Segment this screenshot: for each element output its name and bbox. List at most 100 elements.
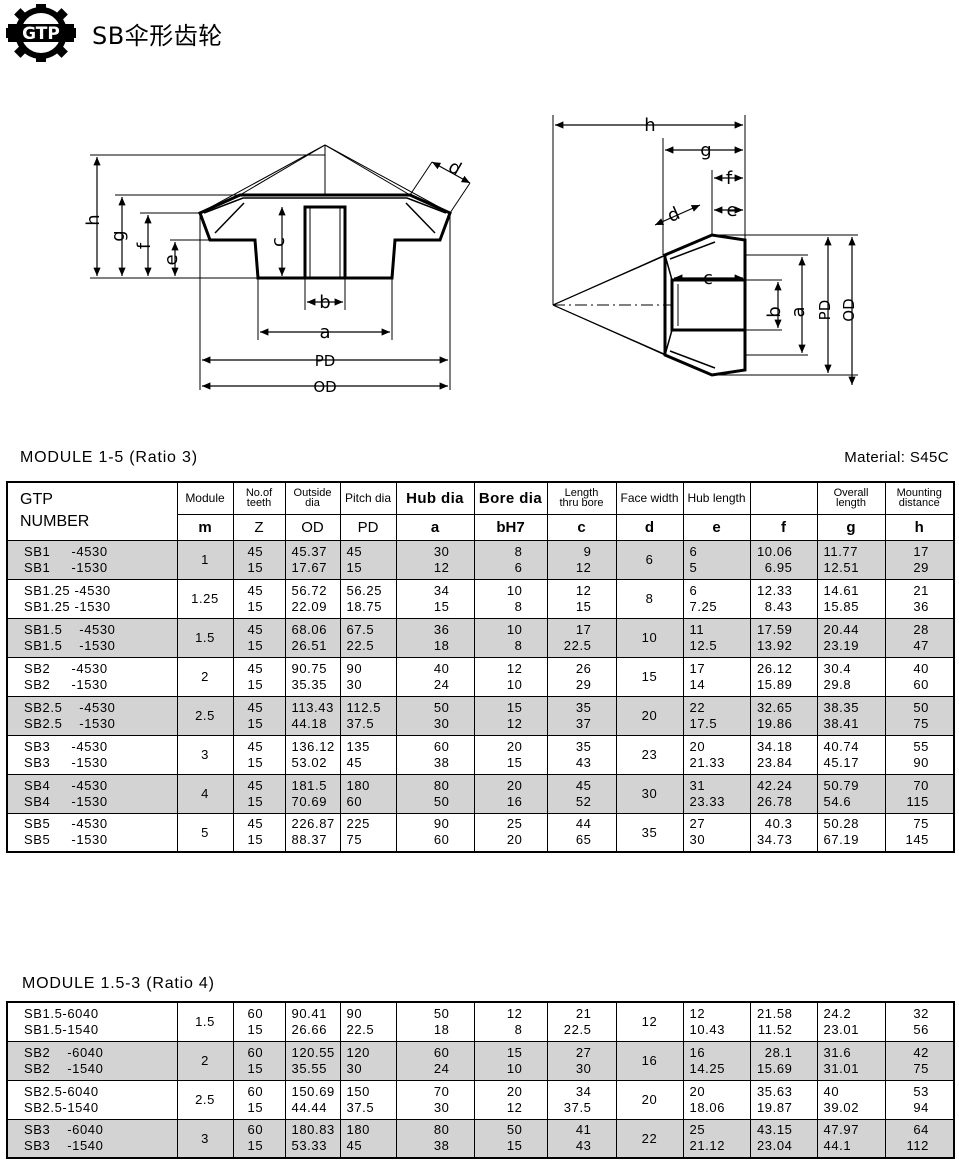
teeth-cell-value: 15	[247, 1138, 264, 1154]
outside-dia-cell-value: 53.33	[291, 1138, 328, 1154]
overall-length-cell-value: 31.01	[823, 1060, 860, 1076]
hub-dia-cell-value: 24	[433, 1060, 450, 1076]
f-cell-value: 11.52	[757, 1021, 793, 1037]
f-cell-value: 26.78	[756, 793, 793, 809]
part-number-cell-value: SB2.5 -4530	[24, 699, 116, 715]
mounting-distance-cell-value: 36	[913, 598, 929, 614]
bore-dia-cell-value: 50	[506, 1122, 523, 1138]
overall-length-cell-value: 20.44	[823, 621, 860, 637]
hub-dia-cell-value: 30	[433, 715, 450, 731]
module-cell: 2.5	[176, 1079, 234, 1120]
teeth-cell-value: 45	[247, 543, 264, 559]
mounting-distance-cell-value: 60	[913, 676, 929, 692]
pitch-dia-cell-value: 18.75	[346, 598, 383, 614]
hub-length-cell-value: 20	[689, 1083, 706, 1099]
mounting-distance-cell-value: 21	[913, 582, 929, 598]
svg-text:h: h	[644, 115, 655, 136]
hub-length-cell-value: 5	[689, 559, 698, 575]
mounting-distance-cell-value: 75	[913, 1060, 929, 1076]
header-sym-pd: PD	[339, 513, 397, 541]
table1-title: MODULE 1-5 (Ratio 3)	[20, 449, 198, 466]
face-width-cell: 20	[615, 1079, 684, 1120]
outside-dia-cell-value: 56.72	[291, 582, 328, 598]
hub-dia-cell-value: 50	[433, 699, 450, 715]
mounting-distance-cell-value: 75	[913, 816, 929, 832]
table2-title: MODULE 1.5-3 (Ratio 4)	[22, 975, 215, 992]
bore-dia-cell-value: 10	[506, 582, 523, 598]
module-cell: 1.5	[176, 617, 234, 658]
length-thru-bore-cell-value: 22.5	[563, 1021, 592, 1037]
svg-text:PD: PD	[315, 352, 336, 370]
length-thru-bore-cell-value: 44	[575, 816, 592, 832]
f-cell-value: 32.65	[756, 699, 793, 715]
part-number-cell-value: SB2 -6040	[24, 1044, 104, 1060]
hub-dia-cell-value: 30	[433, 543, 450, 559]
hub-length-cell-value: 31	[689, 777, 706, 793]
teeth-cell-value: 15	[247, 637, 264, 653]
part-number-cell-value: SB1.25 -4530	[24, 582, 111, 598]
mounting-distance-cell-value: 112	[906, 1138, 929, 1154]
pitch-dia-cell-value: 30	[346, 1060, 363, 1076]
svg-text:OD: OD	[840, 298, 858, 321]
hub-dia-cell-value: 38	[433, 754, 450, 770]
bore-dia-cell-value: 12	[506, 715, 523, 731]
hub-length-cell-value: 17.5	[689, 715, 718, 731]
hub-length-cell-value: 21.33	[689, 754, 726, 770]
overall-length-cell-value: 38.35	[823, 699, 860, 715]
mounting-distance-cell-value: 56	[913, 1021, 929, 1037]
hub-dia-cell-value: 36	[433, 621, 450, 637]
f-cell-value: 12.33	[756, 582, 793, 598]
length-thru-bore-cell-value: 41	[575, 1122, 592, 1138]
f-cell-value: 6.95	[764, 559, 793, 575]
outside-dia-cell-value: 113.43	[291, 699, 334, 715]
outside-dia-cell-value: 35.55	[291, 1060, 328, 1076]
part-number-cell-value: SB4 -4530	[24, 777, 108, 793]
mounting-distance-cell-value: 32	[913, 1005, 929, 1021]
part-number-cell-value: SB1 -1530	[24, 559, 108, 575]
module-cell: 2	[176, 656, 234, 697]
overall-length-cell-value: 24.2	[823, 1005, 852, 1021]
mounting-distance-cell-value: 94	[913, 1099, 929, 1115]
svg-text:a: a	[788, 306, 809, 317]
overall-length-cell-value: 67.19	[823, 832, 860, 848]
overall-length-cell-value: 23.01	[823, 1021, 860, 1037]
f-cell-value: 15.89	[756, 676, 793, 692]
teeth-cell-value: 45	[247, 738, 264, 754]
overall-length-cell-value: 31.6	[823, 1044, 852, 1060]
bore-dia-cell-value: 10	[506, 621, 523, 637]
svg-text:h: h	[83, 214, 104, 225]
table1-header-row-bottom: m Z OD PD a bH7 c d e f g h	[7, 513, 955, 541]
teeth-cell-value: 15	[247, 793, 264, 809]
hub-length-cell-value: 7.25	[689, 598, 718, 614]
face-width-cell: 30	[615, 773, 684, 814]
outside-dia-cell-value: 120.55	[291, 1044, 335, 1060]
